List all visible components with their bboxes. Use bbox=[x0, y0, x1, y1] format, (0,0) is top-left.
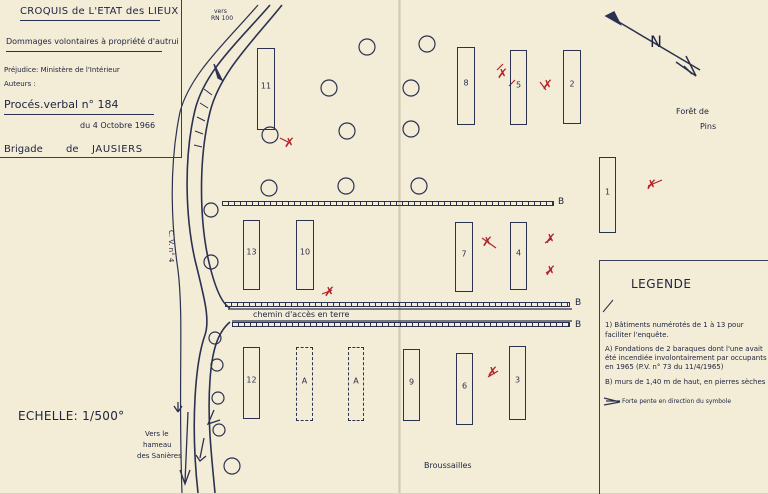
cv4-label: C. V. n° 4 bbox=[167, 230, 175, 263]
saniere-label-1: Vers le bbox=[145, 430, 169, 438]
title-block bbox=[0, 0, 182, 158]
sketch-title: CROQUIS de L'ETAT des LIEUX bbox=[20, 6, 179, 17]
building-4: 4 bbox=[510, 222, 527, 290]
building-10: 10 bbox=[296, 220, 314, 290]
report-number: Procés.verbal n° 184 bbox=[4, 98, 119, 111]
building-13: 13 bbox=[243, 220, 260, 290]
legend-item-slope: Forte pente en direction du symbole bbox=[622, 398, 732, 405]
saniere-label-2: hameau bbox=[143, 441, 172, 449]
damage-mark-8: ✗ bbox=[497, 67, 508, 82]
report-underline bbox=[4, 114, 154, 115]
building-1: 1 bbox=[599, 157, 616, 233]
victim-label: Préjudice: Ministère de l'Intérieur bbox=[4, 66, 120, 74]
legend-item-buildings: 1) Bâtiments numérotés de 1 à 13 pour fa… bbox=[605, 321, 744, 339]
offense-label: Dommages volontaires à propriété d'autru… bbox=[6, 37, 179, 46]
damage-mark-7: ✗ bbox=[482, 235, 493, 250]
brigade-label: Brigade bbox=[4, 144, 43, 155]
legend-item-foundations: A) Fondations de 2 baraques dont l'une a… bbox=[605, 345, 767, 371]
report-date: du 4 Octobre 1966 bbox=[80, 121, 156, 130]
building-2: 2 bbox=[563, 50, 581, 124]
wall-b-middle-label: B bbox=[575, 298, 582, 308]
building-6: 6 bbox=[456, 353, 473, 425]
wall-b-upper bbox=[222, 201, 554, 206]
foundation-a-2: A bbox=[348, 347, 364, 421]
authors-label: Auteurs : bbox=[4, 80, 36, 88]
legend-item-walls: B) murs de 1,40 m de haut, en pierres sè… bbox=[605, 378, 766, 386]
building-5: 5 bbox=[510, 50, 527, 125]
damage-mark-road: ✗ bbox=[324, 285, 335, 300]
title-underline bbox=[20, 20, 160, 21]
road-to-rn100-label-2: RN 100 bbox=[211, 15, 234, 22]
damage-mark-5: ✗ bbox=[542, 78, 553, 93]
legend-title: LEGENDE bbox=[631, 277, 692, 291]
access-road-label: chemin d'accès en terre bbox=[253, 310, 350, 319]
building-7: 7 bbox=[455, 222, 473, 292]
wall-b-lower bbox=[232, 322, 570, 327]
damage-mark-6: ✗ bbox=[487, 365, 498, 380]
building-12: 12 bbox=[243, 347, 260, 419]
page-fold bbox=[398, 0, 401, 493]
saniere-label-3: des Sanières bbox=[137, 452, 182, 460]
damage-mark-4a: ✗ bbox=[545, 232, 556, 247]
brigade-name: JAUSIERS bbox=[92, 144, 143, 155]
foundation-a-1: A bbox=[296, 347, 313, 421]
subtitle-underline bbox=[6, 51, 162, 52]
wall-b-upper-label: B bbox=[558, 197, 565, 207]
building-3: 3 bbox=[509, 346, 526, 420]
forest-label-2: Pins bbox=[700, 122, 717, 131]
brush-label: Broussailles bbox=[424, 461, 472, 470]
damage-mark-1: ✗ bbox=[646, 178, 657, 193]
brigade-de: de bbox=[66, 144, 79, 155]
wall-b-lower-label: B bbox=[575, 320, 582, 330]
scale-label: ECHELLE: 1/500° bbox=[18, 409, 125, 423]
legend-box bbox=[599, 260, 768, 494]
building-8: 8 bbox=[457, 47, 475, 125]
building-11: 11 bbox=[257, 48, 275, 130]
damage-mark-4b: ✗ bbox=[545, 264, 556, 279]
north-label: N bbox=[650, 32, 662, 51]
damage-mark-11: ✗ bbox=[284, 136, 295, 151]
forest-label: Forêt de bbox=[676, 107, 709, 116]
wall-b-middle bbox=[225, 302, 570, 307]
building-9: 9 bbox=[403, 349, 420, 421]
road-to-rn100-label: vers bbox=[214, 8, 227, 15]
